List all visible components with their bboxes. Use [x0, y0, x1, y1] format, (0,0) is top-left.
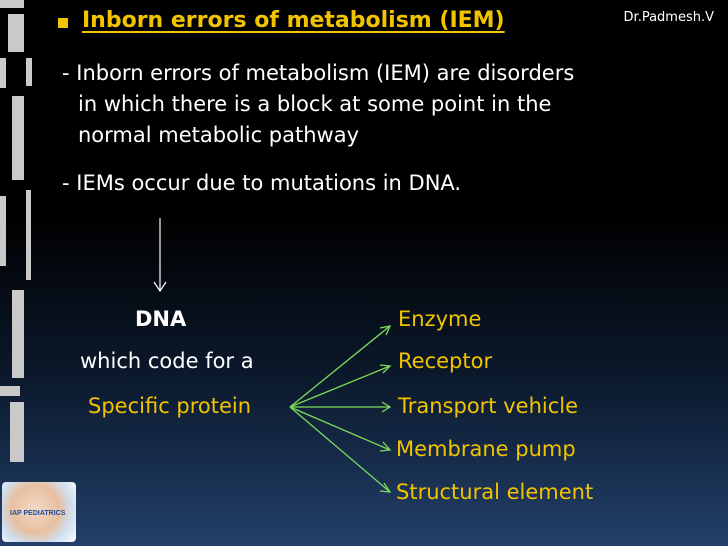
definition-line-1: - Inborn errors of metabolism (IEM) are …: [62, 61, 575, 85]
connector-enzyme-arrowhead: [379, 325, 392, 336]
connector-transport-arrowhead: [381, 401, 392, 413]
dna-label: DNA: [135, 307, 187, 331]
logo-text: IAP PEDIATRICS: [10, 510, 66, 517]
target-transport-vehicle: Transport vehicle: [398, 394, 579, 418]
connector-membrane-pump: [289, 406, 391, 451]
target-membrane-pump: Membrane pump: [396, 437, 576, 461]
mutation-paragraph: - IEMs occur due to mutations in DNA.: [62, 171, 462, 195]
definition-line-3: normal metabolic pathway: [78, 123, 360, 147]
baby-logo-image: IAP PEDIATRICS: [2, 482, 76, 542]
target-receptor: Receptor: [398, 349, 493, 373]
connector-membrane-arrowhead: [379, 441, 392, 452]
definition-paragraph: - Inborn errors of metabolism (IEM) are …: [62, 58, 682, 151]
slide-title: Inborn errors of metabolism (IEM): [82, 8, 505, 33]
bullet-square-icon: [58, 17, 68, 28]
connector-receptor: [289, 365, 391, 408]
author-watermark: Dr.Padmesh.V: [623, 10, 714, 25]
specific-protein-label: Specific protein: [88, 394, 252, 418]
code-for-label: which code for a: [80, 349, 254, 373]
down-arrow-icon: [153, 218, 167, 293]
title-row: Inborn errors of metabolism (IEM): [58, 8, 505, 33]
connector-structural-element: [289, 406, 391, 493]
connector-receptor-arrowhead: [379, 364, 392, 374]
definition-line-2: in which there is a block at some point …: [78, 92, 552, 116]
connector-enzyme: [289, 325, 391, 408]
target-enzyme: Enzyme: [398, 307, 482, 331]
target-structural-element: Structural element: [396, 480, 594, 504]
decorative-strip: [0, 0, 36, 470]
connector-structural-arrowhead: [379, 482, 392, 493]
